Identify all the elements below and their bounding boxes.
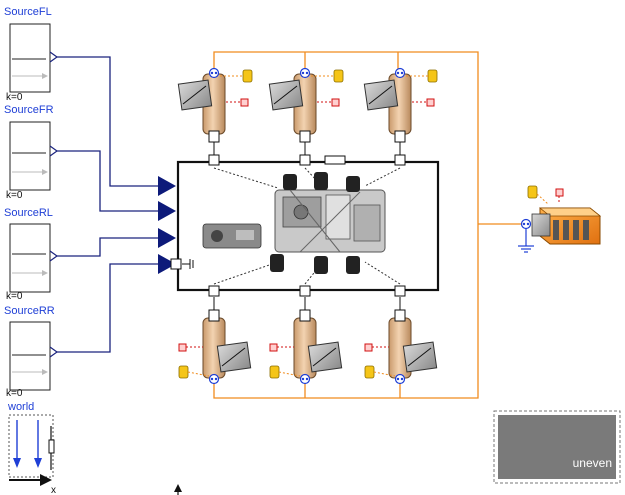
output-port-icon <box>50 251 57 261</box>
motor-module-top-1[interactable] <box>178 69 252 143</box>
source-rr-param: k=0 <box>6 388 23 399</box>
input-port-icon[interactable] <box>158 228 176 248</box>
signal-port-icon[interactable] <box>179 344 186 351</box>
frame-connector-icon[interactable] <box>300 155 310 165</box>
motor-module-bottom-2[interactable] <box>270 310 342 384</box>
terrain-block[interactable]: uneven <box>494 411 620 483</box>
thermal-port-icon[interactable] <box>334 70 343 82</box>
output-port-icon <box>50 146 57 156</box>
frame-connector-icon[interactable] <box>209 286 219 296</box>
signal-port-icon[interactable] <box>332 99 339 106</box>
input-port-icon[interactable] <box>158 201 176 221</box>
signal-source-icon <box>10 24 50 92</box>
frame-connector-icon[interactable] <box>171 259 181 269</box>
motor-module-bottom-3[interactable] <box>365 310 437 384</box>
source-block-rr[interactable]: SourceRR k=0 <box>4 305 57 399</box>
source-fr-name: SourceFR <box>4 104 54 116</box>
source-rr-name: SourceRR <box>4 305 55 317</box>
source-rl-name: SourceRL <box>4 207 53 219</box>
terrain-label: uneven <box>573 456 612 470</box>
thermal-port-icon[interactable] <box>179 366 188 378</box>
source-block-fl[interactable]: SourceFL k=0 <box>4 6 57 103</box>
motor-module-bottom-1[interactable] <box>179 310 251 384</box>
thermal-port-icon[interactable] <box>365 366 374 378</box>
ground-icon <box>518 229 534 252</box>
signal-port-icon[interactable] <box>270 344 277 351</box>
output-port-icon <box>50 52 57 62</box>
thermal-port-icon[interactable] <box>243 70 252 82</box>
world-frame-block[interactable]: world x <box>7 401 56 495</box>
signal-source-icon <box>10 122 50 190</box>
motor-module-top-3[interactable] <box>364 69 437 143</box>
signal-source-icon <box>10 322 50 390</box>
source-fl-name: SourceFL <box>4 6 52 18</box>
source-block-fr[interactable]: SourceFR k=0 <box>4 104 57 201</box>
frame-connector-icon[interactable] <box>395 286 405 296</box>
input-port-icon[interactable] <box>158 176 176 196</box>
source-fr-param: k=0 <box>6 190 23 201</box>
signal-port-icon[interactable] <box>427 99 434 106</box>
signal-connections <box>57 57 158 352</box>
output-port-icon <box>50 347 57 357</box>
thermal-port-icon[interactable] <box>428 70 437 82</box>
thermal-port-icon[interactable] <box>270 366 279 378</box>
signal-port-icon[interactable] <box>365 344 372 351</box>
frame-connector-icon[interactable] <box>395 155 405 165</box>
source-block-rl[interactable]: SourceRL k=0 <box>4 207 57 302</box>
signal-port-icon[interactable] <box>241 99 248 106</box>
source-fl-param: k=0 <box>6 92 23 103</box>
signal-port-icon[interactable] <box>556 189 563 196</box>
chassis-body-marker <box>325 156 345 164</box>
motor-module-top-2[interactable] <box>269 69 343 143</box>
thermal-port-icon[interactable] <box>528 186 537 198</box>
frame-connector-icon[interactable] <box>300 286 310 296</box>
world-label: world <box>7 401 34 413</box>
world-frame-icon <box>9 415 53 477</box>
y-axis-arrow-icon <box>174 484 182 495</box>
source-rl-param: k=0 <box>6 291 23 302</box>
world-axis-label: x <box>51 485 56 495</box>
signal-source-icon <box>10 224 50 292</box>
battery-block[interactable] <box>522 186 601 244</box>
frame-connector-icon[interactable] <box>209 155 219 165</box>
